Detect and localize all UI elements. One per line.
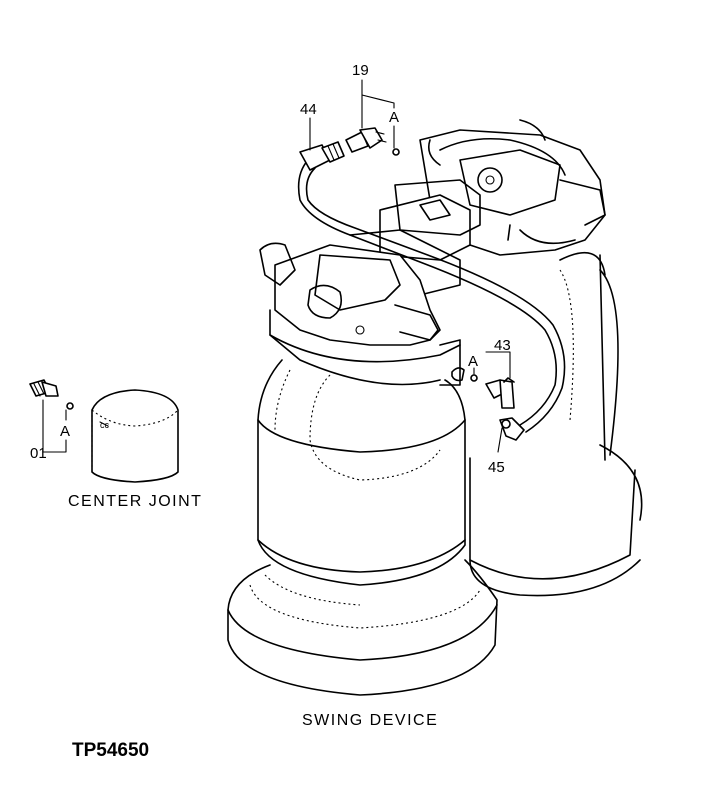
front-motor-head <box>259 242 461 386</box>
leader-lines <box>42 79 511 453</box>
callout-01: 01 <box>30 445 47 462</box>
callout-19: 19 <box>352 62 369 79</box>
callout-a-right: A <box>468 353 478 370</box>
callout-44: 44 <box>300 101 317 118</box>
fitting-43 <box>485 377 515 409</box>
fitting-01 <box>29 379 59 397</box>
fitting-44 <box>299 141 345 171</box>
fitting-19 <box>345 127 400 156</box>
figure-code: TP54650 <box>72 740 149 761</box>
callout-a-left: A <box>60 423 70 440</box>
center-joint: cc <box>66 389 179 483</box>
rear-swing-device <box>469 251 643 597</box>
callout-43: 43 <box>494 337 511 354</box>
callout-a-top: A <box>389 109 399 126</box>
callout-45: 45 <box>488 459 505 476</box>
caption-swing-device: SWING DEVICE <box>302 712 438 729</box>
svg-text:cc: cc <box>100 420 110 430</box>
hydraulic-hose <box>297 159 566 433</box>
fitting-45 <box>499 417 525 441</box>
port-a-right <box>451 367 478 382</box>
front-swing-device <box>227 359 498 696</box>
caption-center-joint: CENTER JOINT <box>68 493 202 510</box>
